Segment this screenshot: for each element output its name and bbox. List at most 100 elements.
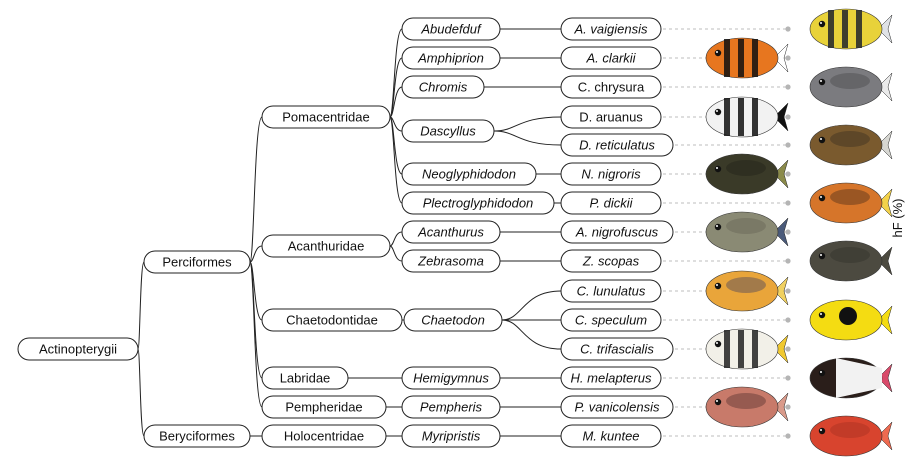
tree-edges: [137, 28, 562, 437]
species-node-n-nigroris-label: N. nigroris: [581, 167, 641, 182]
species-node-z-scopas: Z. scopas: [560, 249, 662, 273]
species-node-p-dickii: P. dickii: [560, 191, 662, 215]
family-node-pomacentridae: Pomacentridae: [261, 105, 391, 129]
genus-node-chromis-label: Chromis: [419, 80, 468, 95]
species-node-a-clarkii-label: A. clarkii: [585, 51, 636, 66]
genus-node-neoglyphidodon-label: Neoglyphidodon: [422, 167, 516, 182]
species-node-m-kuntee: M. kuntee: [560, 424, 662, 448]
genus-node-plectroglyphidodon: Plectroglyphidodon: [401, 191, 555, 215]
genus-node-chromis: Chromis: [401, 75, 485, 99]
mirror-butterflyfish-icon: [809, 299, 893, 341]
species-node-n-nigroris: N. nigroris: [560, 162, 662, 186]
species-node-a-vaigiensis: A. vaigiensis: [560, 17, 662, 41]
family-node-pempheridae: Pempheridae: [261, 395, 387, 419]
root-node-actinopterygii: Actinopterygii: [17, 337, 139, 361]
order-node-beryciformes-label: Beryciformes: [159, 429, 235, 444]
family-node-pempheridae-label: Pempheridae: [285, 400, 362, 415]
reticulated-damselfish-icon: [809, 124, 893, 166]
tree-edge: [249, 261, 263, 408]
leader-dot: [785, 258, 791, 264]
genus-node-acanthurus: Acanthurus: [401, 220, 501, 244]
species-node-a-vaigiensis-label: A. vaigiensis: [574, 22, 648, 37]
species-node-c-chrysura: C. chrysura: [560, 75, 662, 99]
chevron-butterflyfish-icon: [705, 328, 789, 370]
genus-node-pempheris-label: Pempheris: [420, 400, 483, 415]
family-node-acanthuridae: Acanthuridae: [261, 234, 391, 258]
family-node-labridae: Labridae: [261, 366, 349, 390]
order-node-perciformes: Perciformes: [143, 250, 251, 274]
species-node-c-chrysura-label: C. chrysura: [578, 80, 645, 95]
leader-dot: [785, 142, 791, 148]
clownfish-icon: [705, 37, 789, 79]
family-node-acanthuridae-label: Acanthuridae: [288, 239, 365, 254]
blackeye-thicklip-icon: [809, 357, 893, 399]
genus-node-plectroglyphidodon-label: Plectroglyphidodon: [423, 196, 534, 211]
genus-node-myripristis: Myripristis: [401, 424, 501, 448]
sergeant-major-fish-icon: [809, 8, 893, 50]
species-node-h-melapterus: H. melapterus: [560, 366, 662, 390]
species-node-c-speculum: C. speculum: [560, 308, 662, 332]
dicks-damselfish-icon: [809, 182, 893, 224]
tree-edge: [389, 245, 403, 262]
species-node-d-aruanus: D. aruanus: [560, 105, 662, 129]
family-node-chaetodontidae: Chaetodontidae: [261, 308, 403, 332]
leader-dot: [785, 114, 791, 120]
tree-edge: [501, 290, 562, 321]
family-node-pomacentridae-label: Pomacentridae: [282, 110, 369, 125]
family-node-labridae-label: Labridae: [280, 371, 331, 386]
tree-edge: [137, 348, 145, 437]
order-node-perciformes-label: Perciformes: [162, 255, 232, 270]
species-node-a-clarkii: A. clarkii: [560, 46, 662, 70]
genus-node-dascyllus-label: Dascyllus: [420, 124, 476, 139]
genus-node-amphiprion-label: Amphiprion: [417, 51, 484, 66]
tree-edge: [137, 261, 145, 350]
family-node-chaetodontidae-label: Chaetodontidae: [286, 313, 378, 328]
genus-node-zebrasoma-label: Zebrasoma: [417, 254, 484, 269]
genus-node-chaetodon-label: Chaetodon: [421, 313, 485, 328]
leader-dot: [785, 346, 791, 352]
tree-edge: [493, 116, 562, 132]
brown-surgeonfish-icon: [705, 211, 789, 253]
genus-node-amphiprion: Amphiprion: [401, 46, 501, 70]
genus-node-abudefduf: Abudefduf: [401, 17, 501, 41]
leader-dot: [785, 171, 791, 177]
root-node-actinopterygii-label: Actinopterygii: [39, 342, 117, 357]
species-node-h-melapterus-label: H. melapterus: [571, 371, 652, 386]
tree-edge: [389, 116, 403, 204]
leader-dot: [785, 229, 791, 235]
genus-node-chaetodon: Chaetodon: [403, 308, 503, 332]
brushtail-tang-icon: [809, 240, 893, 282]
humbug-damselfish-icon: [705, 96, 789, 138]
fish-images: [705, 8, 893, 457]
species-node-p-vanicolensis: P. vanicolensis: [560, 395, 674, 419]
tree-edge: [501, 319, 562, 350]
vanikoro-sweeper-icon: [705, 386, 789, 428]
hf-axis-label: hF (%): [890, 199, 905, 238]
leader-dot: [785, 317, 791, 323]
species-node-p-dickii-label: P. dickii: [589, 196, 633, 211]
genus-node-zebrasoma: Zebrasoma: [401, 249, 501, 273]
redfin-butterflyfish-icon: [705, 270, 789, 312]
leader-dot: [785, 375, 791, 381]
species-node-c-speculum-label: C. speculum: [575, 313, 647, 328]
leader-dot: [785, 404, 791, 410]
leader-dot: [785, 288, 791, 294]
genus-node-hemigymnus-label: Hemigymnus: [413, 371, 489, 386]
leader-dot: [785, 84, 791, 90]
family-node-holocentridae: Holocentridae: [261, 424, 387, 448]
species-node-c-trifascialis: C. trifascialis: [560, 337, 674, 361]
genus-node-abudefduf-label: Abudefduf: [420, 22, 482, 37]
order-node-beryciformes: Beryciformes: [143, 424, 251, 448]
leader-dot: [785, 200, 791, 206]
genus-node-myripristis-label: Myripristis: [422, 429, 481, 444]
leader-dot: [785, 26, 791, 32]
species-node-c-lunulatus: C. lunulatus: [560, 279, 662, 303]
black-damselfish-icon: [705, 153, 789, 195]
family-node-holocentridae-label: Holocentridae: [284, 429, 364, 444]
species-node-c-lunulatus-label: C. lunulatus: [577, 284, 646, 299]
species-node-z-scopas-label: Z. scopas: [582, 254, 640, 269]
species-node-a-nigrofuscus: A. nigrofuscus: [560, 220, 674, 244]
genus-node-neoglyphidodon: Neoglyphidodon: [401, 162, 537, 186]
